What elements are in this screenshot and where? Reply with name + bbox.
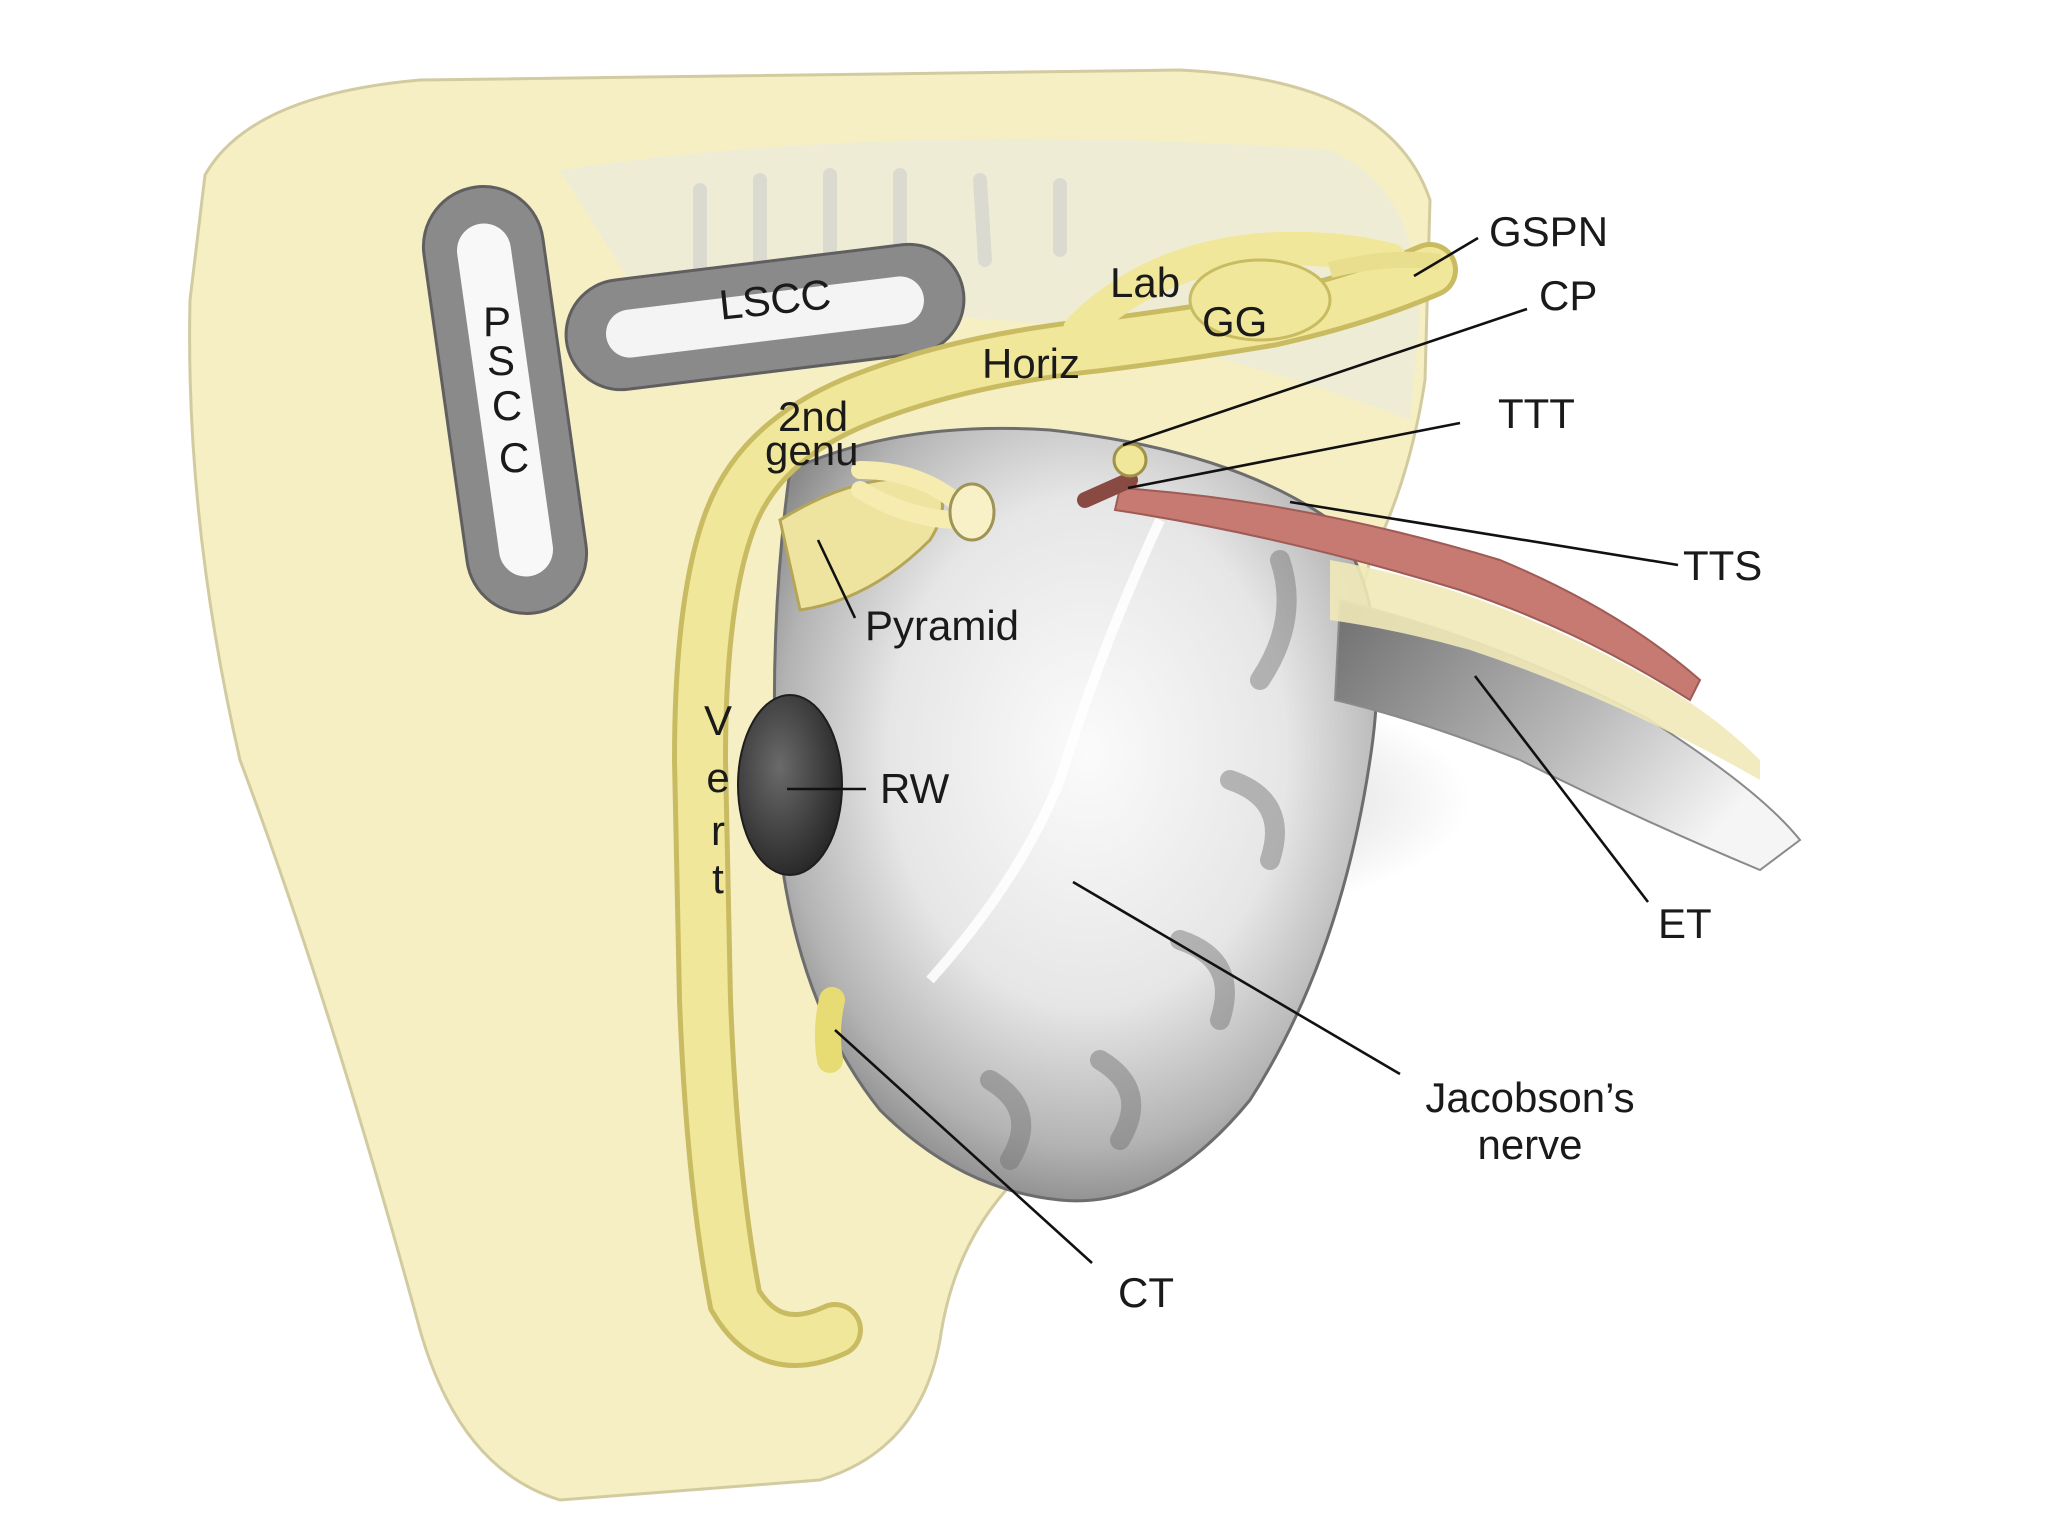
label-pscc-c2: C — [499, 434, 529, 481]
label-et: ET — [1658, 900, 1712, 947]
gspn — [1328, 251, 1442, 278]
label-vert-r: r — [711, 807, 725, 854]
label-vert-t: t — [712, 855, 724, 902]
stapes-head — [948, 482, 996, 542]
label-lscc: LSCC — [717, 270, 833, 328]
label-pyramid: Pyramid — [865, 602, 1019, 649]
leader-ttt — [1127, 421, 1461, 490]
leader-tts — [1289, 500, 1679, 567]
leader-pyramid — [816, 539, 857, 619]
middle-ear-cavity — [772, 426, 1470, 1203]
leader-lines — [787, 236, 1679, 1264]
label-genu: genu — [765, 427, 858, 474]
label-vert-v: V — [704, 697, 732, 744]
ridge-marks — [693, 168, 1067, 287]
leader-gspn — [1413, 236, 1479, 278]
label-vert-e: e — [706, 754, 729, 801]
leader-jacobson — [1072, 880, 1401, 1076]
tensor-tympani-tendon — [1077, 472, 1138, 508]
posterior-semicircular-canal — [421, 185, 589, 615]
et-upper-bone — [1330, 560, 1760, 780]
labels: P S C C LSCC Lab GG Horiz 2nd genu Pyram… — [483, 208, 1762, 1316]
label-pscc-c1: C — [492, 382, 522, 429]
facial-nerve — [671, 231, 1458, 1368]
label-cp: CP — [1539, 272, 1597, 319]
geniculate-ganglion — [1188, 258, 1332, 342]
labyrinthine-segment — [1063, 231, 1407, 347]
chorda-tympani — [814, 987, 845, 1073]
label-ct: CT — [1118, 1269, 1174, 1316]
label-lab: Lab — [1110, 259, 1180, 306]
leader-cp — [1122, 307, 1528, 447]
lateral-semicircular-canal — [564, 242, 966, 392]
cochleariform-process — [1112, 442, 1148, 478]
label-tts: TTS — [1683, 542, 1762, 589]
round-window — [737, 694, 843, 876]
leader-ct — [834, 1029, 1093, 1264]
eustachian-tube — [1330, 560, 1802, 872]
promontory — [926, 517, 1165, 984]
label-gg: GG — [1202, 298, 1267, 345]
label-nerve: nerve — [1477, 1121, 1582, 1168]
cavity-wall — [772, 426, 1379, 1203]
label-2nd: 2nd — [778, 393, 848, 440]
label-pscc-s: S — [487, 337, 515, 384]
label-jacobson: Jacobson’s — [1425, 1074, 1634, 1121]
tensor-tympani — [1077, 442, 1702, 702]
label-horiz: Horiz — [982, 340, 1080, 387]
label-pscc-p: P — [483, 298, 511, 345]
air-cells — [980, 550, 1297, 1170]
label-rw: RW — [880, 765, 950, 812]
leader-et — [1473, 675, 1650, 903]
label-gspn: GSPN — [1489, 208, 1608, 255]
label-ttt: TTT — [1498, 390, 1575, 437]
pyramid-stapes — [778, 461, 996, 612]
